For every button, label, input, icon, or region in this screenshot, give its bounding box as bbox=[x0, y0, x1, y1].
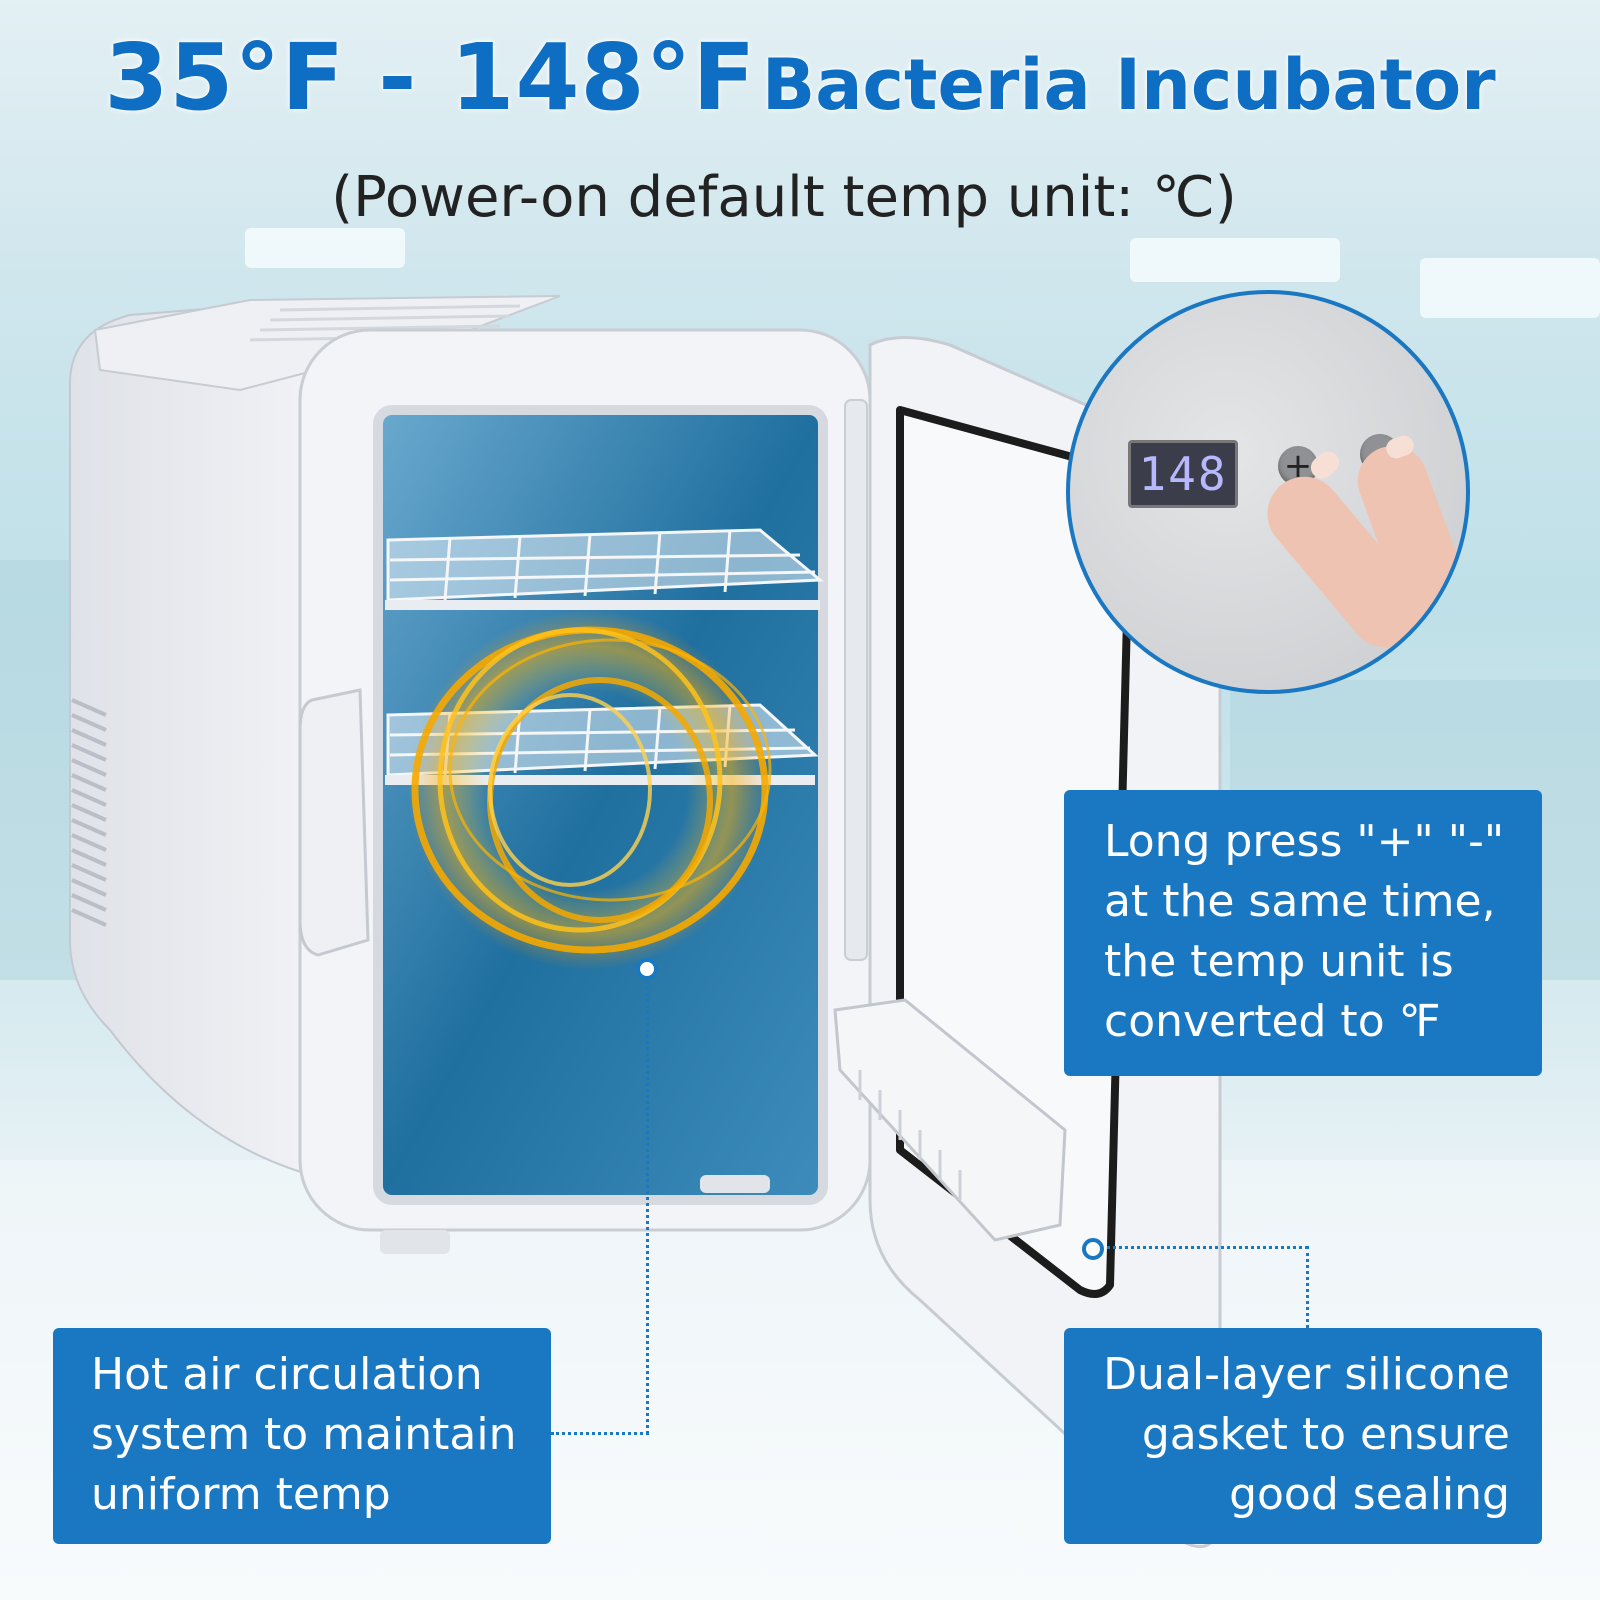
control-panel-zoom: 148 + - bbox=[1066, 290, 1470, 694]
ceiling-light bbox=[1130, 238, 1340, 282]
callout-line: the temp unit is bbox=[1104, 936, 1454, 987]
callout-line: system to maintain bbox=[91, 1409, 517, 1460]
gasket-callout: Dual-layer silicone gasket to ensure goo… bbox=[1064, 1328, 1542, 1544]
headline: 35°F - 148°F Bacteria Incubator bbox=[0, 24, 1600, 131]
hot-air-leader-line bbox=[551, 1432, 649, 1435]
ceiling-light bbox=[245, 228, 405, 268]
temperature-display: 148 bbox=[1128, 440, 1238, 508]
gasket-leader-line bbox=[1306, 1246, 1309, 1328]
product-name: Bacteria Incubator bbox=[761, 44, 1496, 126]
callout-line: Dual-layer silicone bbox=[1103, 1349, 1510, 1400]
temperature-range: 35°F - 148°F bbox=[104, 24, 757, 131]
background-bench bbox=[0, 560, 80, 980]
hot-air-pin bbox=[636, 958, 658, 980]
side-vent bbox=[71, 698, 107, 927]
callout-line: at the same time, bbox=[1104, 876, 1496, 927]
unit-switch-callout: Long press "+" "-" at the same time, the… bbox=[1064, 790, 1542, 1076]
gasket-leader-line bbox=[1100, 1246, 1308, 1249]
door-handle bbox=[298, 688, 370, 957]
callout-line: gasket to ensure bbox=[1141, 1409, 1510, 1460]
callout-line: Long press "+" "-" bbox=[1104, 816, 1505, 867]
cabinet-side bbox=[69, 298, 332, 1182]
hot-air-leader-line bbox=[646, 976, 649, 1434]
callout-line: good sealing bbox=[1229, 1469, 1510, 1520]
door-bin bbox=[833, 998, 1067, 1242]
gasket-pin bbox=[1082, 1238, 1104, 1260]
hot-air-swirl-icon bbox=[408, 610, 772, 970]
callout-line: converted to ℉ bbox=[1104, 996, 1441, 1047]
default-unit-note: (Power-on default temp unit: ℃) bbox=[331, 165, 1237, 230]
hot-air-callout: Hot air circulation system to maintain u… bbox=[53, 1328, 551, 1544]
upper-shelf bbox=[386, 528, 824, 602]
ceiling-light bbox=[1420, 258, 1600, 318]
callout-line: Hot air circulation bbox=[91, 1349, 483, 1400]
callout-line: uniform temp bbox=[91, 1469, 391, 1520]
